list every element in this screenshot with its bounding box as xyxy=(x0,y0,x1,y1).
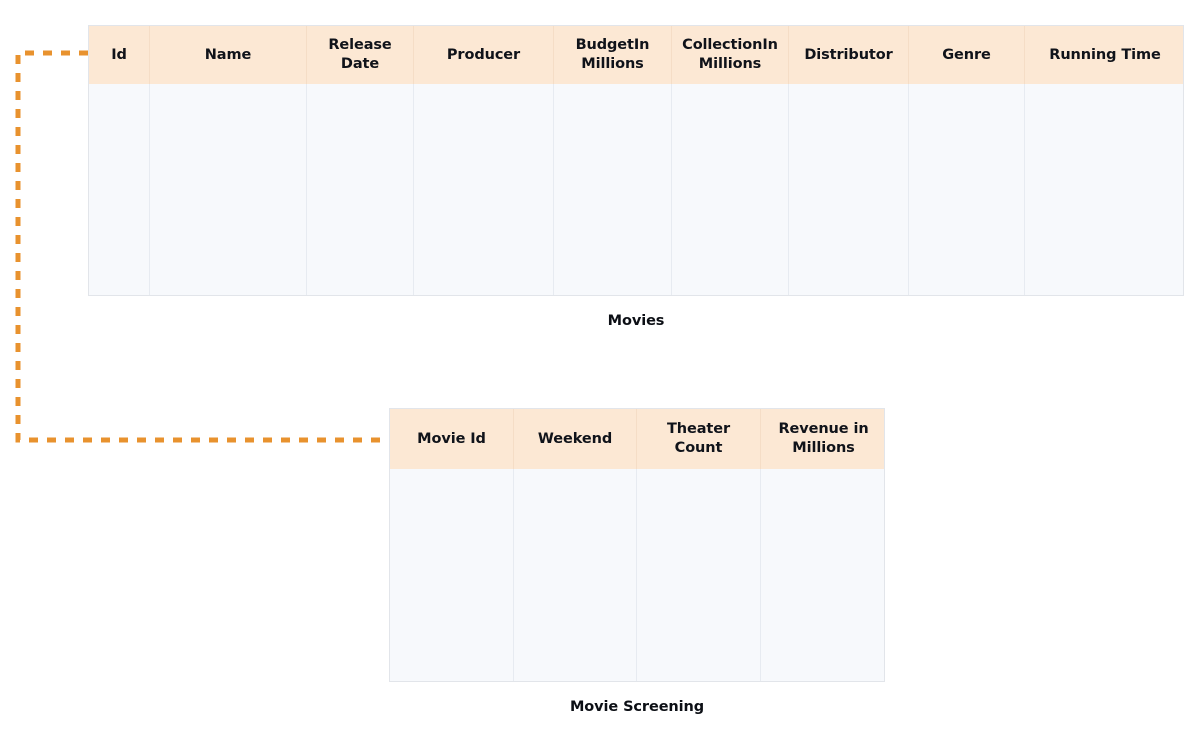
table-cell-id xyxy=(89,84,150,295)
table-cell-name xyxy=(150,84,307,295)
table-cell-running-time xyxy=(1025,84,1183,295)
column-header-id[interactable]: Id xyxy=(89,26,150,84)
column-header-producer[interactable]: Producer xyxy=(414,26,554,84)
table-cell-collectionin-millions xyxy=(672,84,789,295)
column-header-weekend[interactable]: Weekend xyxy=(514,409,637,469)
column-header-genre[interactable]: Genre xyxy=(909,26,1025,84)
table-cell-budgetin-millions xyxy=(554,84,672,295)
table-cell-genre xyxy=(909,84,1025,295)
table-body-row xyxy=(89,84,1183,295)
table-cell-revenue-in-millions xyxy=(761,469,884,681)
table-cell-theater-count xyxy=(637,469,761,681)
column-header-collectionin-millions[interactable]: CollectionIn Millions xyxy=(672,26,789,84)
table-cell-distributor xyxy=(789,84,909,295)
column-header-release-date[interactable]: Release Date xyxy=(307,26,414,84)
table-cell-movie-id xyxy=(390,469,514,681)
column-header-movie-id[interactable]: Movie Id xyxy=(390,409,514,469)
table-body-row xyxy=(390,469,884,681)
column-header-revenue-in-millions[interactable]: Revenue in Millions xyxy=(761,409,884,469)
column-header-running-time[interactable]: Running Time xyxy=(1025,26,1183,84)
column-header-name[interactable]: Name xyxy=(150,26,307,84)
column-header-theater-count[interactable]: Theater Count xyxy=(637,409,761,469)
column-header-distributor[interactable]: Distributor xyxy=(789,26,909,84)
table-cell-producer xyxy=(414,84,554,295)
entity-caption-movies: Movies xyxy=(607,313,665,329)
column-header-budgetin-millions[interactable]: BudgetIn Millions xyxy=(554,26,672,84)
table-cell-release-date xyxy=(307,84,414,295)
entity-caption-movie-screening: Movie Screening xyxy=(569,699,705,715)
table-cell-weekend xyxy=(514,469,637,681)
